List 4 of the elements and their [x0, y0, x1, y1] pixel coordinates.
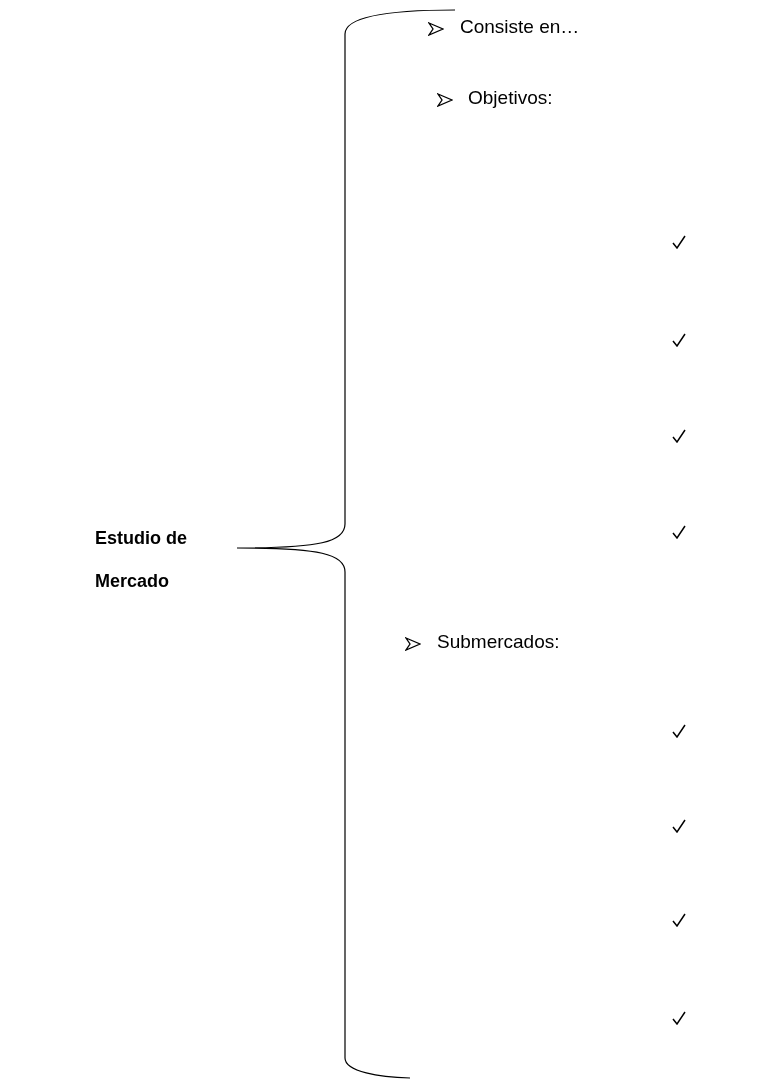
topic-label: Estudio de Mercado [95, 527, 188, 593]
bullet-text: Submercados: [437, 631, 560, 653]
bullet-text: Objetivos: [468, 87, 553, 109]
bullet-text: Consiste en… [460, 16, 580, 38]
